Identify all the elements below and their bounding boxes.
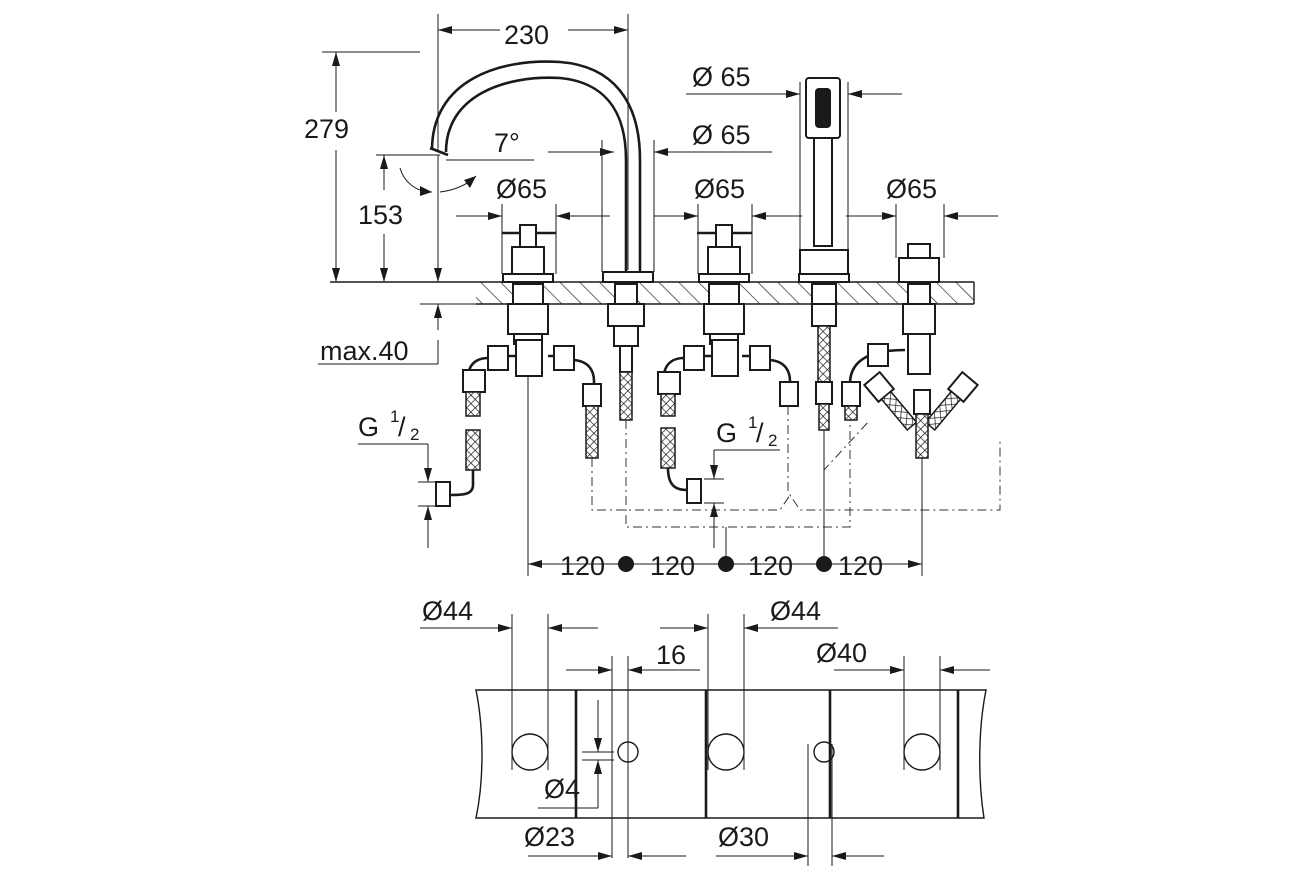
dim-left-valve-diameter: Ø65 [496,174,547,204]
spacing-3: 120 [748,551,793,581]
dim-handshower-diameter: Ø 65 [692,62,751,92]
left-hoses [435,339,602,507]
dim-spout-diameter: Ø 65 [692,120,751,150]
spout [429,60,654,283]
dim-279: 279 [304,114,349,144]
dim-diverter-diameter: Ø65 [886,174,937,204]
thread-left-num: 1 [390,407,399,426]
spacing-2: 120 [650,551,695,581]
diverter-hoses [841,343,980,459]
dim-max-thickness: max.40 [320,336,409,366]
thread-right-slash: / [756,418,764,448]
dim-hole-right: Ø40 [816,638,867,668]
dimension-lines [318,14,998,576]
dim-slot-4: Ø4 [544,774,580,804]
bottom-dimension-lines [420,614,990,866]
thread-right-den: 2 [768,431,777,450]
thread-right-num: 1 [748,413,757,432]
thread-left-den: 2 [410,425,419,444]
dim-hole-mid: Ø44 [770,596,821,626]
left-valve [502,224,556,345]
dim-middle-valve-diameter: Ø65 [694,174,745,204]
dim-bore-23: Ø23 [524,822,575,852]
thread-right-label: G [716,418,737,448]
spout-connector [607,283,645,421]
spacing-1: 120 [560,551,605,581]
dim-153: 153 [358,200,403,230]
middle-hoses [657,339,799,504]
dim-hole-left: Ø44 [422,596,473,626]
spacing-4: 120 [838,551,883,581]
dim-230: 230 [504,20,549,50]
dim-angle: 7° [494,128,520,158]
thread-left-label: G [358,412,379,442]
dim-offset-16: 16 [656,640,686,670]
thread-left-slash: / [398,412,406,442]
diverter [898,243,940,375]
deck-section [330,281,975,305]
hand-shower [798,77,850,431]
dim-bore-30: Ø30 [718,822,769,852]
